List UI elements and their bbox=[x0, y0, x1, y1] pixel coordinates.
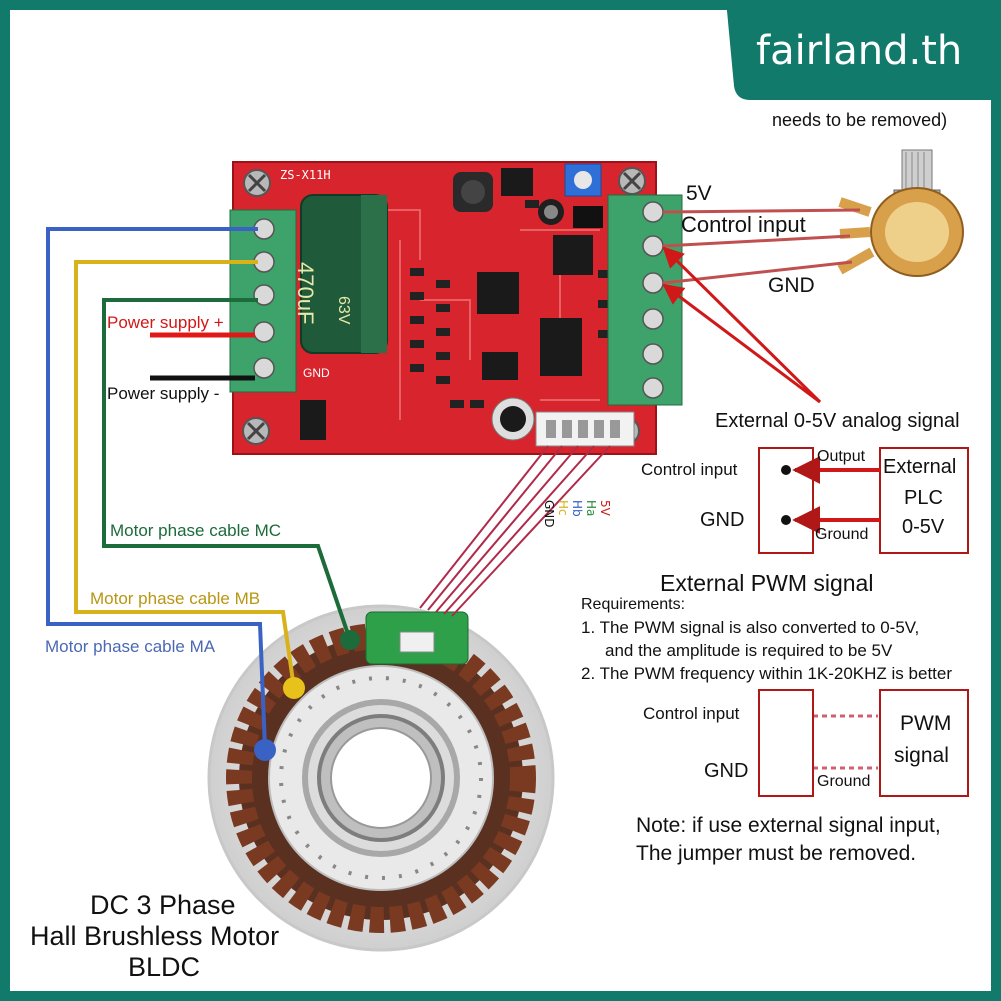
watermark-badge bbox=[726, 0, 1001, 100]
hall-label-ha: Ha bbox=[584, 500, 598, 517]
motor-title-line1: DC 3 Phase bbox=[90, 890, 236, 920]
pwm-requirements-title: Requirements: bbox=[581, 596, 686, 613]
hall-label-5v: 5V bbox=[598, 500, 612, 516]
pot-control-label: Control input bbox=[681, 212, 806, 237]
analog-ground-label: Ground bbox=[815, 526, 869, 543]
potentiometer bbox=[837, 149, 964, 277]
motor-cable-ma-label: Motor phase cable MA bbox=[45, 637, 216, 656]
pwm-board-box bbox=[758, 689, 814, 797]
pwm-device-box bbox=[879, 689, 969, 797]
bldc-motor bbox=[207, 604, 555, 952]
analog-control-label: Control input bbox=[641, 460, 738, 479]
pwm-requirement-2: 2. The PWM frequency within 1K-20KHZ is … bbox=[581, 664, 953, 683]
watermark-text: fairland.th bbox=[756, 28, 963, 74]
pot-gnd-label: GND bbox=[768, 274, 815, 297]
motor-title-line3: BLDC bbox=[128, 952, 201, 982]
analog-title: External 0-5V analog signal bbox=[715, 410, 960, 432]
pwm-title: External PWM signal bbox=[660, 570, 874, 596]
power-minus-label: Power supply - bbox=[107, 384, 220, 403]
analog-device-line3: 0-5V bbox=[902, 516, 945, 538]
pwm-requirement-1b: and the amplitude is required to be 5V bbox=[605, 641, 893, 660]
hall-label-gnd: GND bbox=[542, 500, 556, 528]
analog-device-line2: PLC bbox=[904, 487, 943, 509]
motor-title-line2: Hall Brushless Motor bbox=[30, 921, 280, 951]
pwm-device-line1: PWM bbox=[900, 712, 952, 735]
analog-device-box bbox=[879, 447, 969, 554]
analog-output-label: Output bbox=[817, 448, 866, 465]
analog-gnd-label: GND bbox=[700, 509, 745, 531]
hall-label-hc: Hc bbox=[556, 500, 570, 516]
pwm-ground-label: Ground bbox=[817, 773, 871, 790]
analog-board-box bbox=[758, 447, 814, 554]
note-line1: Note: if use external signal input, bbox=[636, 814, 941, 837]
pot-5v-label: 5V bbox=[686, 182, 712, 205]
pwm-device-line2: signal bbox=[894, 744, 949, 767]
board-gnd-label: GND bbox=[303, 366, 330, 380]
board-label: ZS-X11H bbox=[280, 168, 331, 182]
capacitor-value: 470uF bbox=[293, 262, 318, 325]
hall-label-hb: Hb bbox=[570, 500, 584, 517]
pwm-gnd-label: GND bbox=[704, 760, 749, 782]
analog-device-line1: External bbox=[883, 456, 957, 478]
capacitor-voltage: 63V bbox=[335, 296, 352, 325]
motor-cable-mc-label: Motor phase cable MC bbox=[110, 521, 282, 540]
power-plus-label: Power supply + bbox=[107, 313, 224, 332]
hall-labels: 5V Ha Hb Hc GND bbox=[542, 500, 628, 540]
note-line2: The jumper must be removed. bbox=[636, 842, 917, 865]
pwm-requirement-1: 1. The PWM signal is also converted to 0… bbox=[581, 618, 920, 637]
pwm-control-label: Control input bbox=[643, 704, 740, 723]
jumper-note: needs to be removed) bbox=[772, 110, 948, 130]
motor-cable-mb-label: Motor phase cable MB bbox=[90, 589, 261, 608]
